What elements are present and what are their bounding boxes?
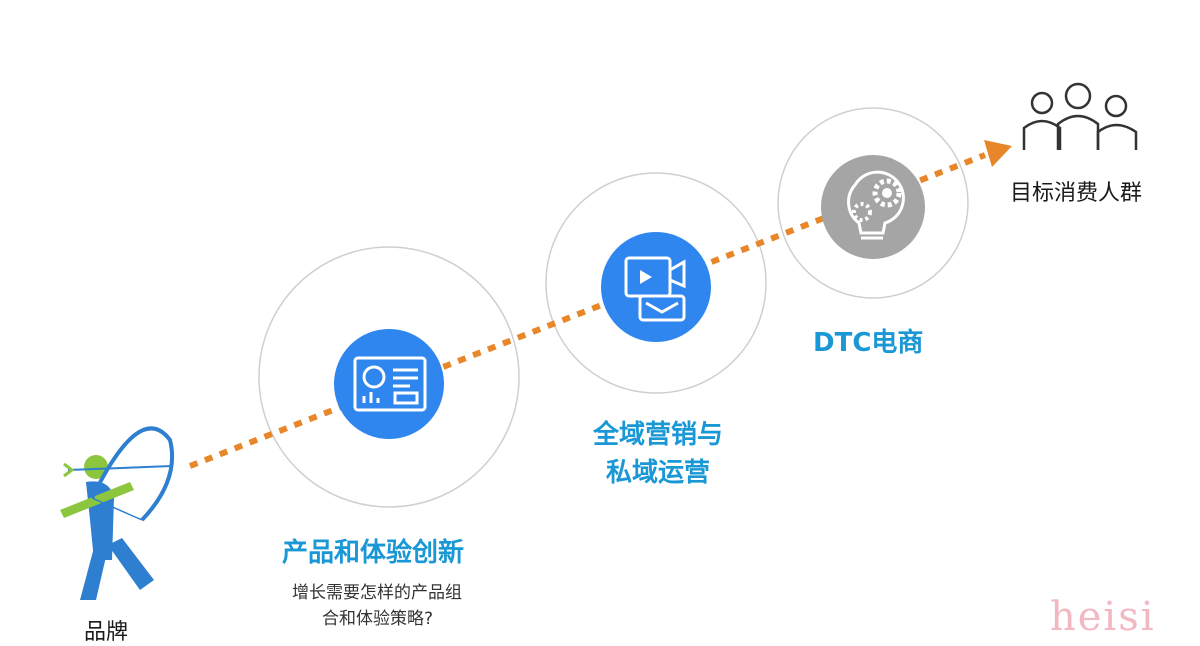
stage-title-marketing-line2: 私域运营 <box>605 458 710 488</box>
stage-subtitle: 增长需要怎样的产品组 合和体验策略? <box>292 580 462 632</box>
consumer-group-icon <box>1022 82 1138 150</box>
stage-title-product-innovation: 产品和体验创新 <box>282 538 465 568</box>
stage-title-marketing: 全域营销与 私域运营 <box>578 416 738 492</box>
dashboard-icon <box>334 329 444 439</box>
stage-title-marketing-line1: 全域营销与 <box>592 420 723 450</box>
brand-label: 品牌 <box>84 620 129 645</box>
stage-title-dtc: DTC电商 <box>813 328 924 358</box>
archer-icon <box>60 426 175 600</box>
growth-path-arrowhead <box>984 140 1012 167</box>
marketing-media-icon <box>601 232 711 342</box>
stage-subtitle-line1: 增长需要怎样的产品组 <box>292 583 462 603</box>
gear-bulb-icon <box>821 155 925 259</box>
target-audience-label: 目标消费人群 <box>1010 181 1143 206</box>
stage-subtitle-line2: 合和体验策略? <box>322 609 434 629</box>
watermark: heisi <box>1050 594 1156 640</box>
